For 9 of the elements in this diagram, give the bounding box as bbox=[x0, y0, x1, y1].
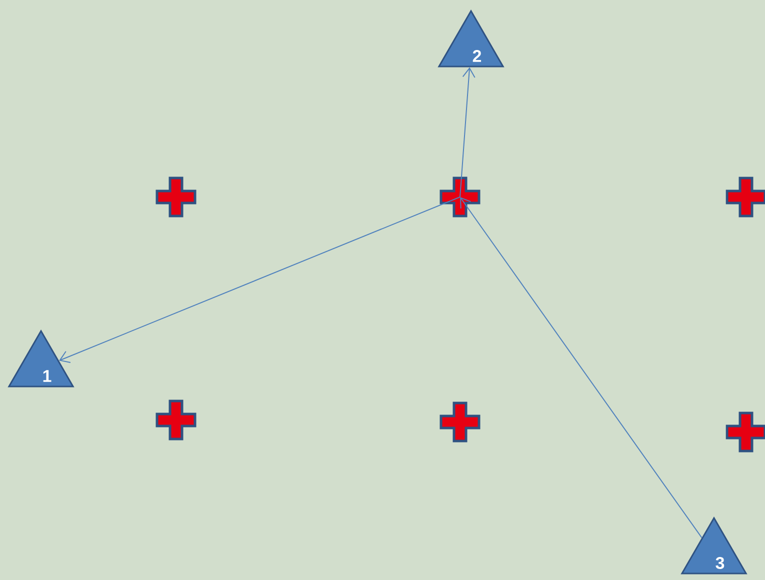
cross-marker bbox=[440, 402, 480, 442]
cross-marker bbox=[726, 176, 765, 218]
cross-marker bbox=[156, 400, 196, 440]
cross-marker bbox=[726, 412, 765, 452]
cross-marker bbox=[440, 176, 480, 218]
cross-marker bbox=[156, 176, 196, 218]
arrow bbox=[59, 196, 460, 363]
arrow bbox=[460, 196, 702, 538]
arrow bbox=[460, 67, 476, 198]
